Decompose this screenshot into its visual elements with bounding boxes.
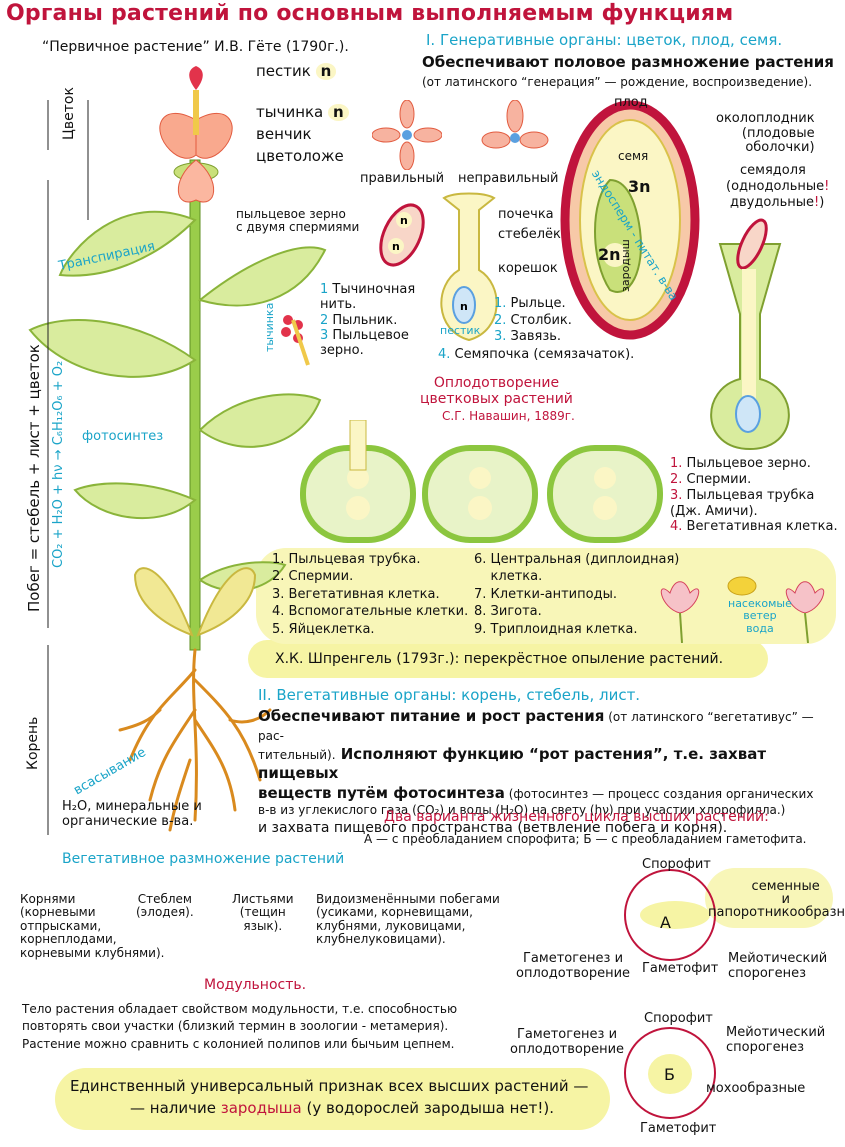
life-cycle-b-diagram [624,1027,716,1119]
label-seed-stem: стебелёк [498,227,561,242]
label-regular: правильный [360,171,445,186]
label-3n: 3n [628,177,651,196]
universal-line2: — наличие зародыша (у водорослей зародыш… [130,1099,555,1117]
life-cycle-b-gametophyte: Гаметофит [640,1121,717,1136]
pollination-flowers-icon [660,576,825,643]
vegetative-heading: II. Вегетативные органы: корень, стебель… [258,686,641,704]
label-seed: семя [618,149,649,163]
life-cycle-a-diagram [624,869,716,961]
label-seed-bud: почечка [498,207,554,222]
life-cycle-a-meiotic: Мейотический спорогенез [728,951,828,981]
generative-heading: I. Генеративные органы: цветок, плод, се… [426,31,783,49]
label-cotyledon: семядоля [740,163,806,178]
life-cycle-b-label: Б [664,1065,675,1084]
life-cycle-a-label: А [660,913,671,932]
label-pollen-grain: пыльцевое зерно с двумя спермиями [236,207,360,235]
vegetative-paragraph: Обеспечивают питание и рост растения (от… [258,707,814,836]
life-cycle-b-gametogenesis: Гаметогенез и оплодотворение [510,1027,625,1057]
label-pistil-rotated: пестик [440,324,481,337]
veg-repro-stem: Стеблем (элодея). [136,892,194,920]
veg-repro-roots: Корнями (корневыми отпрысками, корнеплод… [20,892,165,960]
stamen-list: 1 Тычиночная нить. 2 Пыльник. 3 Пыльцево… [320,282,416,359]
label-photosynthesis: фотосинтез [82,429,164,444]
veg-repro-leaves: Листьями (тещин язык). [232,892,294,933]
label-pericarp: околоплодник (плодовые оболочки) [716,111,815,156]
modularity-heading: Модульность. [204,977,307,993]
axis-label-root: Корень [25,716,41,770]
life-cycle-seed-plants: семенные и папоротникообразные [708,879,845,920]
svg-text:n: n [400,214,408,227]
label-corolla: венчик [256,125,312,143]
label-fruit: плод [614,95,648,110]
axis-label-shoot: Побег = стебель + лист + цветок [25,344,43,612]
regular-flower-icon [372,100,442,170]
pistil-list-item-4: 4. Семяпочка (семязачаток). [438,347,635,362]
label-irregular: неправильный [458,171,559,186]
label-cotyledon-di: двудольные!) [730,195,825,210]
label-absorbed: H₂O, минеральные и органические в-ва. [62,799,202,829]
fertilization-list-left: 1. Пыльцевая трубка. 2. Спермии. 3. Веге… [272,552,469,637]
label-stamen-rotated: тычинка [263,302,276,352]
svg-text:n: n [392,240,400,253]
pollen-grain-icon: n n [379,203,425,267]
generative-line2: (от латинского “генерация” — рождение, в… [422,75,813,89]
modularity-text: Тело растения обладает свойством модульн… [22,1002,458,1051]
pistil-list: 1. Рыльце. 2. Столбик. 3. Завязь. [494,296,572,345]
life-cycle-b-sporophyte: Спорофит [644,1011,713,1026]
label-receptacle: цветоложе [256,147,344,165]
pollen-list: 1. Пыльцевое зерно. 2. Спермии. 3. Пыльц… [670,456,838,535]
life-cycle-a-gametophyte: Гаметофит [642,961,719,976]
pollen-tube-diagram [710,218,790,451]
label-cotyledon-mono: (однодольные! [726,179,830,194]
label-pollinators: насекомые ветер вода [728,597,792,635]
label-embryo: зародыш [619,239,632,292]
life-cycle-b-meiotic: Мейотический спорогенез [726,1025,826,1055]
pistil-icon: n [440,192,498,342]
highlight-universal [55,1068,610,1130]
generative-line1: Обеспечивают половое размножение растени… [422,53,834,71]
fertilization-heading: Оплодотворение цветковых растений [420,375,573,407]
universal-line1: Единственный универсальный признак всех … [70,1077,589,1095]
axis-label-flower: Цветок [61,87,77,140]
goethe-credit: “Первичное растение” И.В. Гёте (1790г.). [42,39,349,55]
label-seed-rootlet: корешок [498,261,558,276]
stamen-icon [281,315,310,366]
label-2n: 2n [598,245,621,264]
life-cycle-sub: А — с преобладанием спорофита; Б — с пре… [364,832,807,846]
veg-repro-heading: Вегетативное размножение растений [62,851,345,867]
life-cycle-a-sporophyte: Спорофит [642,857,711,872]
life-cycle-mosses: мохообразные [706,1081,806,1096]
highlight-fertilization [256,548,836,644]
label-stamen: тычинка n [256,104,349,121]
veg-repro-modified: Видоизменёнными побегами (усиками, корне… [316,892,500,947]
fertilization-list-right: 6. Центральная (диплоидная) клетка. 7. К… [474,552,680,637]
axis-label-formula: CO₂ + H₂O + hν → C₆H₁₂O₆ + O₂ [51,360,66,568]
page-title: Органы растений по основным выполняемым … [6,1,734,26]
label-pistil: пестик n [256,63,337,80]
sprengel-note: Х.К. Шпренгель (1793г.): перекрёстное оп… [275,651,724,667]
plant-illustration [28,66,327,835]
svg-text:n: n [460,300,468,313]
fruit-diagram [560,100,700,340]
life-cycle-a-gametogenesis: Гаметогенез и оплодотворение [516,951,631,981]
fertilization-diagram [300,420,663,543]
fertilization-credit: С.Г. Навашин, 1889г. [442,409,575,423]
irregular-flower-icon [481,100,549,149]
highlight-seed-plants [705,868,833,928]
highlight-sprengel [248,640,768,678]
life-cycle-heading: Два варианта жизненного цикла высших рас… [384,809,769,825]
